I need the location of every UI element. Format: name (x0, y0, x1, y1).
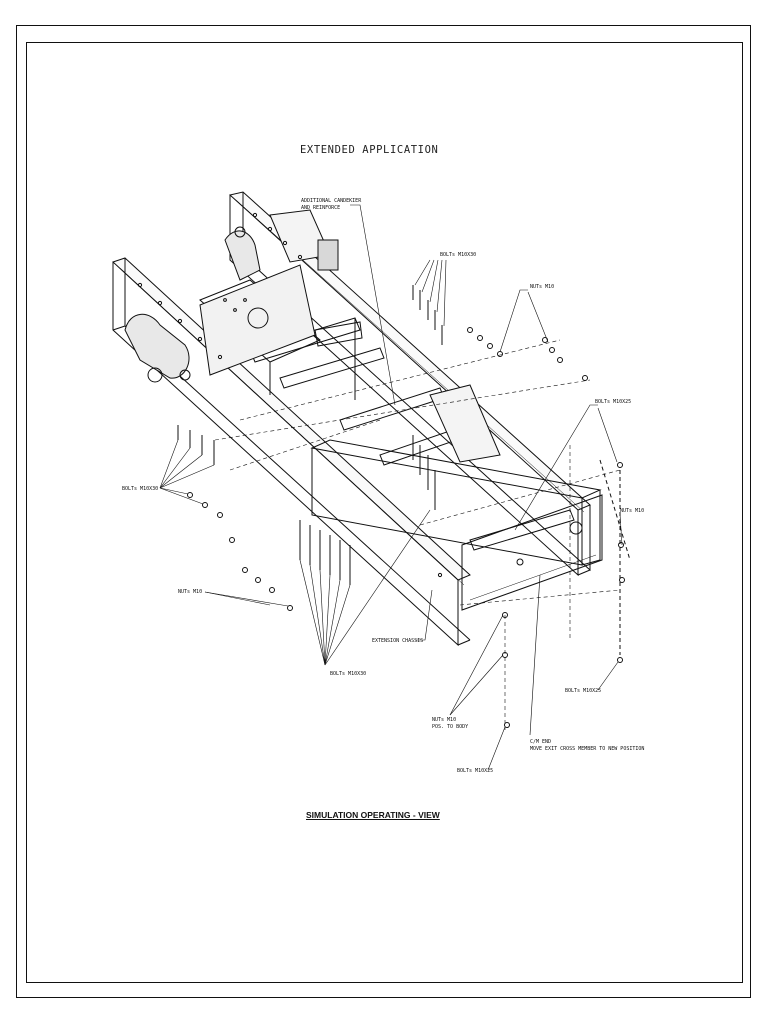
callout-reinforce-line2: AND REINFORCE (301, 205, 340, 211)
callout-bolts-lower: BOLTs M10X25 (457, 768, 493, 774)
fasteners-right (502, 459, 631, 728)
callout-nuts-right: NUTs M10 (620, 508, 644, 514)
callout-bolts-right: BOLTs M10X25 (595, 399, 631, 405)
spring-hangers (124, 226, 339, 383)
callout-cab-end-line2: MOVE EXIT CROSS MEMBER TO NEW POSITION (530, 746, 644, 752)
nuts-group-left (187, 492, 293, 611)
callout-nuts-left: NUTs M10 (178, 589, 202, 595)
callout-cab-end-line1: C/M END (530, 739, 551, 745)
drawing-title: EXTENDED APPLICATION (300, 144, 439, 156)
nuts-group-top (467, 327, 588, 381)
drawing-inner-border (26, 42, 743, 983)
callout-bolts-left: BOLTs M10X30 (122, 486, 158, 492)
callout-reinforce-line1: ADDITIONAL CANDEKIER (301, 198, 362, 204)
callout-nuts-body-line1: NUTs M10 (432, 717, 456, 723)
right-main-rail (228, 191, 591, 577)
rivet-holes (137, 212, 583, 578)
callout-extension-chassis: EXTENSION CHASSIS (372, 638, 423, 644)
bolts-group-left (177, 425, 215, 465)
callout-bolts-top: BOLTs M10X30 (440, 252, 476, 258)
callout-bolts-lower-right: BOLTs M10X25 (565, 688, 601, 694)
callout-nuts-top: NUTs M10 (530, 284, 554, 290)
bolts-group-top (412, 285, 443, 345)
callout-nuts-body-line2: POS. TO BODY (432, 724, 468, 730)
bolts-group-center (299, 435, 436, 585)
drawing-outer-border (16, 25, 751, 998)
view-caption: SIMULATION OPERATING - VIEW (306, 810, 440, 820)
extension-chassis-box (310, 439, 603, 611)
reinforcement-plates (199, 209, 501, 463)
leader-lines (159, 204, 623, 771)
callout-bolts-bottom: BOLTs M10X30 (330, 671, 366, 677)
